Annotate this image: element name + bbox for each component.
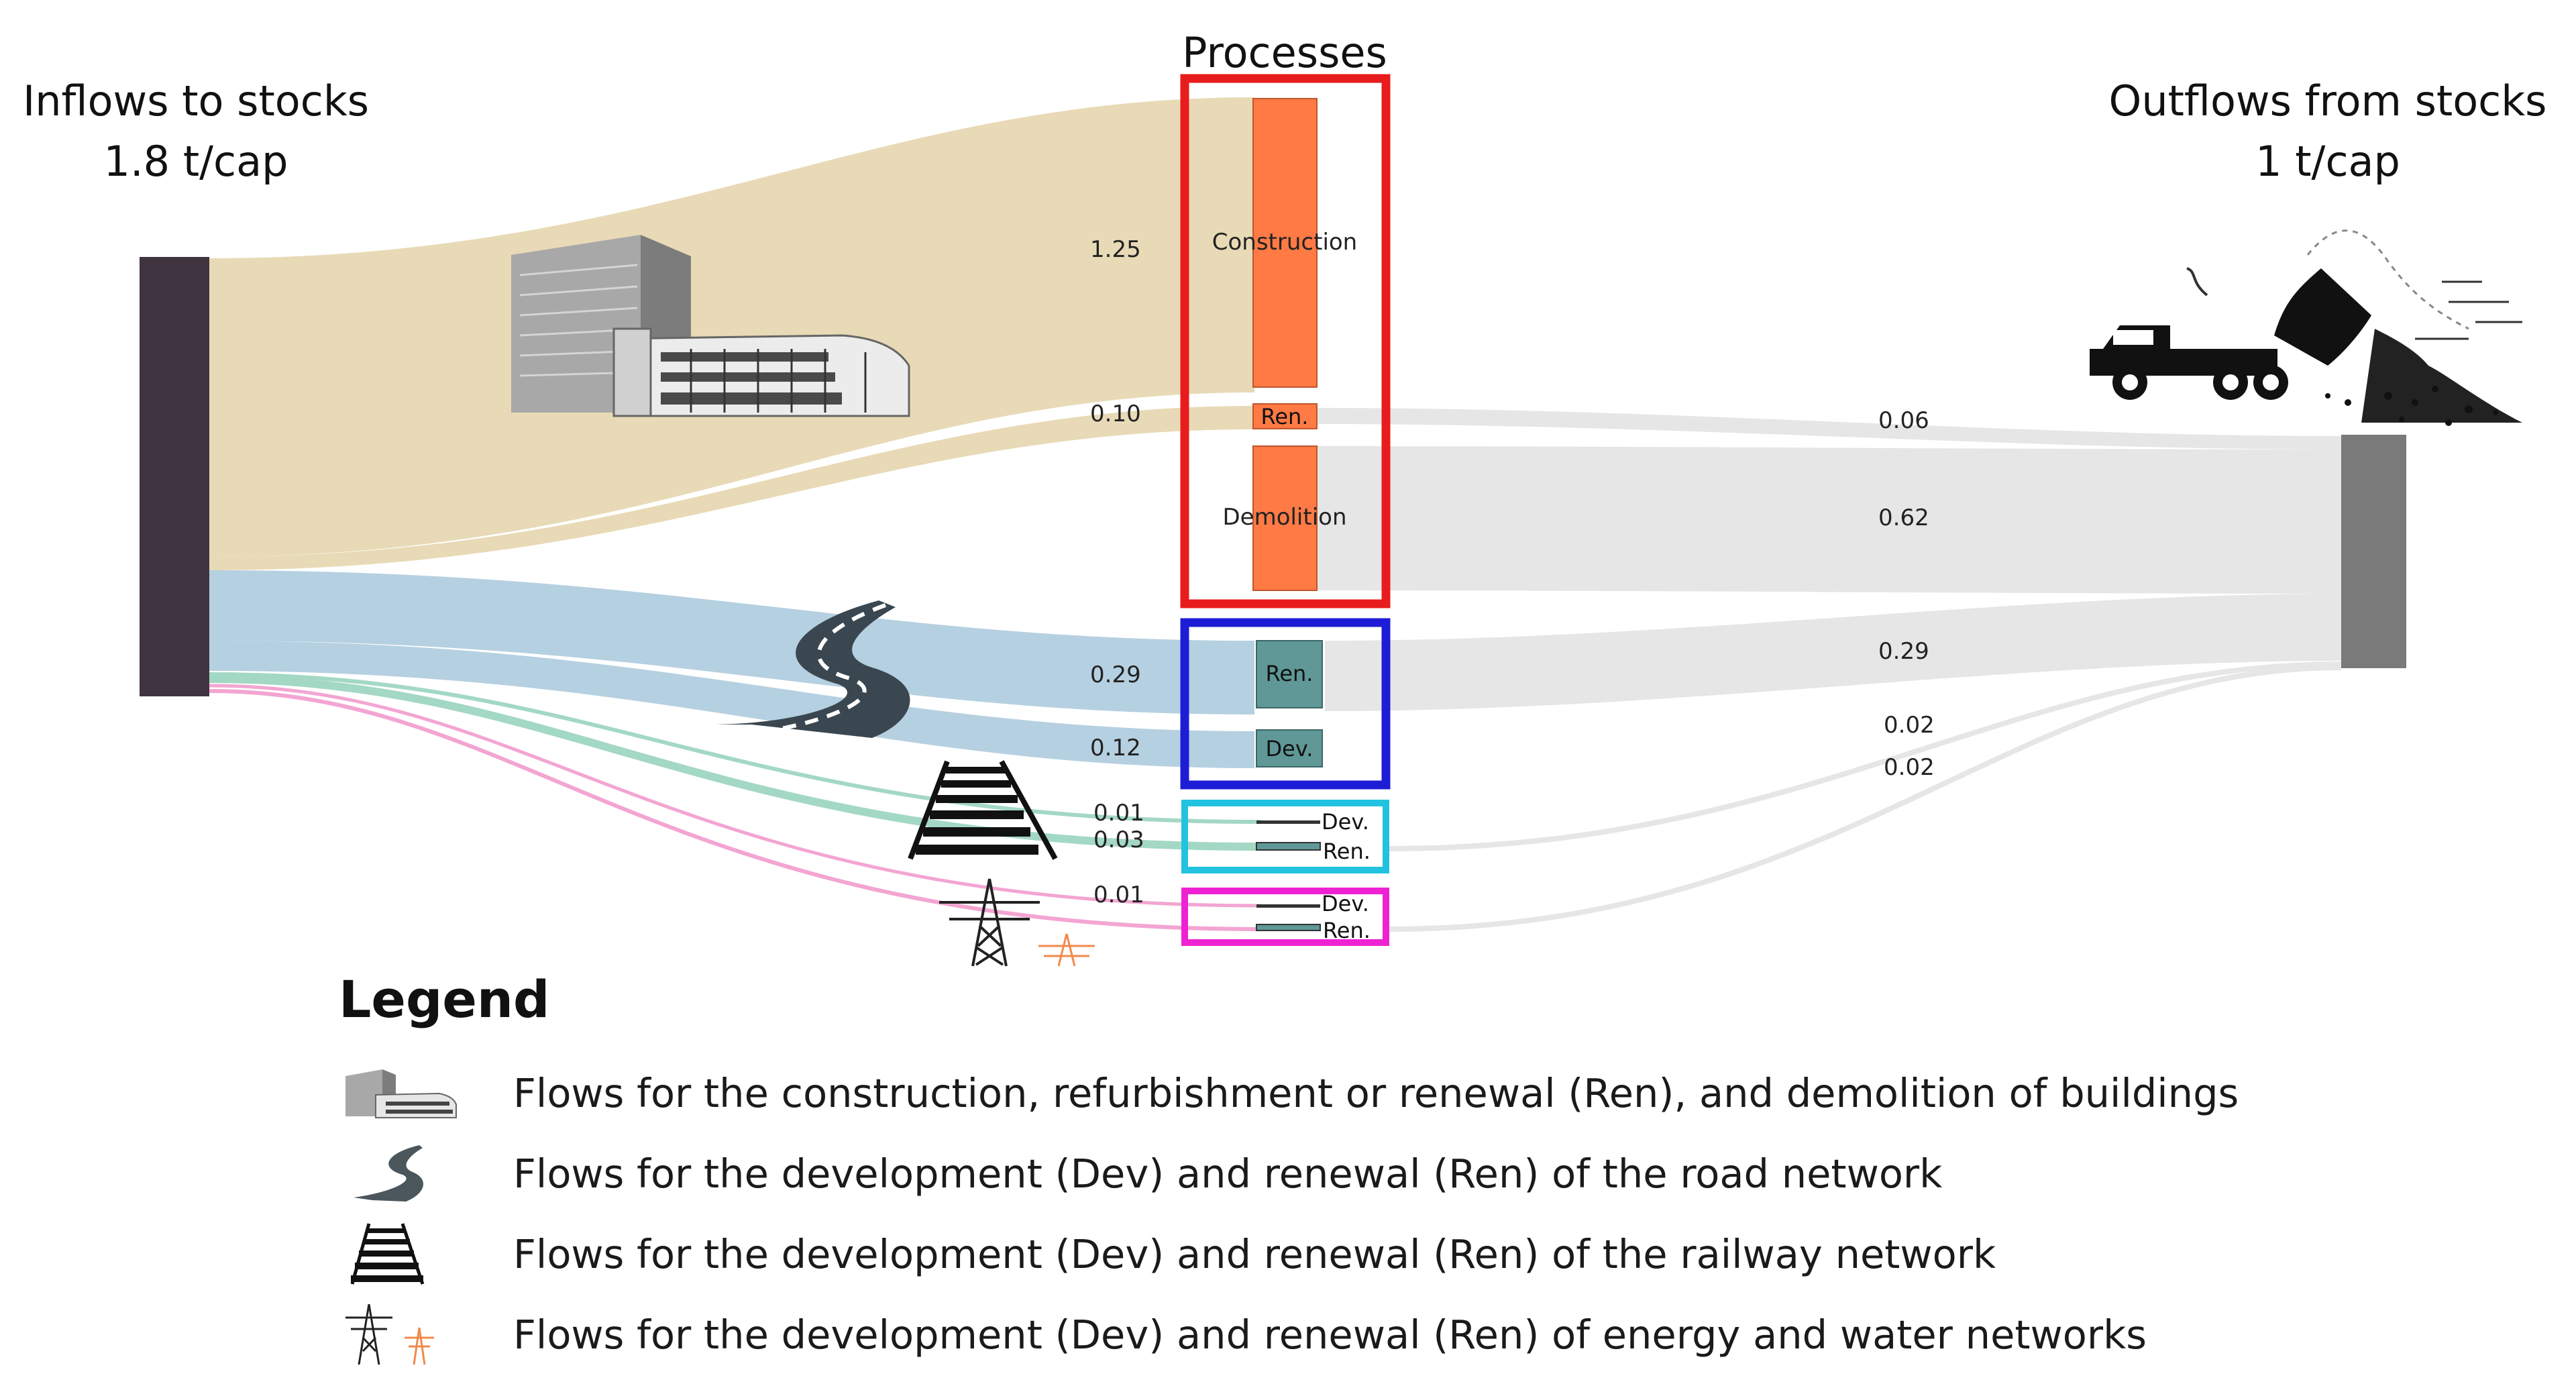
outflow-buildings-renovation	[1315, 408, 2341, 449]
label-railway-renewal: Ren.	[1323, 839, 1371, 864]
flow-energy-renewal	[209, 689, 1262, 931]
outflows-title: Outflows from stocks	[2109, 76, 2547, 125]
node-road-renewal	[1256, 640, 1323, 708]
road-icon	[708, 600, 910, 738]
node-energy-renewal	[1256, 924, 1321, 931]
node-railway-renewal	[1256, 842, 1321, 851]
processes-title: Processes	[1182, 28, 1387, 77]
legend-item-railway: Flows for the development (Dev) and rene…	[339, 1214, 2351, 1294]
sankey-diagram: Construction Ren. Demolition Ren. Dev. D…	[23, 28, 2547, 967]
outflow-buildings-demolition	[1315, 446, 2341, 594]
value-in-road-development: 0.12	[1090, 735, 1141, 761]
node-road-development	[1256, 729, 1323, 767]
outflow-energy-renewal	[1388, 665, 2342, 932]
value-out-railway-renewal: 0.02	[1884, 712, 1935, 739]
inflows-total: 1.8 t/cap	[104, 137, 288, 186]
railway-icon	[908, 760, 1058, 860]
railway-icon	[339, 1220, 513, 1287]
legend-item-road: Flows for the development (Dev) and rene…	[339, 1133, 2351, 1214]
flow-road-development	[209, 641, 1254, 768]
value-in-building-renovation: 0.10	[1090, 401, 1141, 427]
legend-label-road: Flows for the development (Dev) and rene…	[513, 1150, 1943, 1197]
value-out-road-renewal: 0.29	[1878, 638, 1929, 665]
legend-label-railway: Flows for the development (Dev) and rene…	[513, 1230, 1996, 1277]
buildings-process-box	[1180, 74, 1391, 608]
label-road-development: Dev.	[1266, 736, 1313, 761]
value-in-road-renewal: 0.29	[1090, 661, 1141, 688]
building-icon	[511, 235, 910, 417]
building-icon	[339, 1059, 513, 1126]
node-energy-development	[1256, 904, 1320, 908]
legend: Legend Flows for the construction, refur…	[339, 969, 2351, 1375]
legend-title: Legend	[339, 969, 550, 1029]
flow-road-renewal	[209, 570, 1254, 714]
node-building-renovation	[1252, 403, 1318, 429]
road-process-box	[1180, 618, 1391, 790]
outflow-stock-bar	[2341, 435, 2406, 668]
inflows-title: Inflows to stocks	[23, 76, 369, 125]
label-construction: Construction	[1212, 229, 1357, 256]
power-tower-icon	[339, 1301, 513, 1368]
label-road-renewal: Ren.	[1266, 661, 1313, 686]
outflows-total: 1 t/cap	[2255, 137, 2400, 186]
value-out-energy-renewal: 0.02	[1884, 754, 1935, 781]
value-in-railway-development: 0.01	[1093, 800, 1144, 827]
road-icon	[339, 1140, 513, 1207]
outflow-railway-renewal	[1388, 661, 2342, 851]
value-out-demolition: 0.62	[1878, 504, 1929, 531]
label-railway-development: Dev.	[1322, 809, 1369, 835]
flow-energy-development	[209, 684, 1262, 908]
power-tower-icon	[939, 878, 1040, 967]
inflow-stock-bar	[140, 257, 209, 696]
legend-item-buildings: Flows for the construction, refurbishmen…	[339, 1053, 2351, 1133]
value-in-energy-development: 0.01	[1093, 882, 1144, 908]
legend-item-energy: Flows for the development (Dev) and rene…	[339, 1294, 2351, 1375]
label-demolition: Demolition	[1222, 504, 1346, 531]
energy-tower-orange-icon	[1038, 933, 1095, 967]
flow-buildings-renovation	[209, 406, 1254, 570]
label-building-renovation: Ren.	[1261, 404, 1309, 429]
value-in-railway-renewal: 0.03	[1093, 827, 1144, 853]
node-railway-development	[1256, 820, 1320, 824]
flow-railway-development	[209, 672, 1262, 824]
value-out-building-renovation: 0.06	[1878, 407, 1929, 434]
dump-truck-icon	[2090, 229, 2522, 426]
node-demolition	[1252, 445, 1318, 591]
label-energy-development: Dev.	[1322, 891, 1369, 916]
node-construction	[1252, 98, 1318, 388]
legend-label-buildings: Flows for the construction, refurbishmen…	[513, 1069, 2239, 1116]
railway-process-box	[1181, 800, 1389, 873]
label-energy-renewal: Ren.	[1323, 918, 1371, 943]
energy-process-box	[1181, 888, 1389, 946]
value-in-construction: 1.25	[1090, 236, 1141, 263]
legend-label-energy: Flows for the development (Dev) and rene…	[513, 1311, 2147, 1358]
outflow-road-renewal	[1325, 594, 2341, 711]
flow-buildings-construction	[209, 97, 1254, 557]
flow-railway-renewal	[209, 675, 1262, 851]
